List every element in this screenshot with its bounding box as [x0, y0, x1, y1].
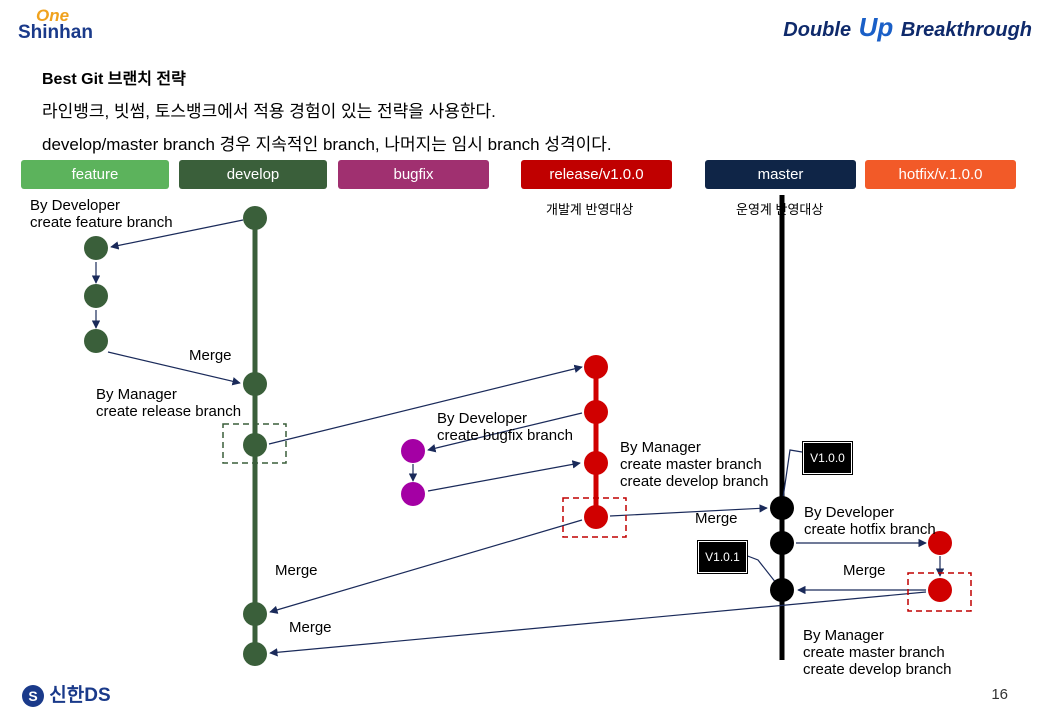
develop-commit-3 [243, 433, 267, 457]
arrow-develop-to-release [268, 364, 583, 445]
arrow-release-to-master [609, 504, 768, 517]
tag-v101: V1.0.1 [697, 540, 748, 574]
arrow-release-to-develop [269, 519, 583, 614]
master-commit-1 [770, 496, 794, 520]
develop-commit-1 [243, 206, 267, 230]
annotation-merge-develop: Merge [275, 562, 318, 579]
hotfix-final-highlight [907, 572, 972, 612]
release-commit-4 [584, 505, 608, 529]
annotation-create-hotfix: By Developer create hotfix branch [804, 504, 936, 538]
arrow-develop-to-feature [110, 219, 244, 250]
arrow-release-to-bugfix [427, 412, 583, 453]
bugfix-commit-2 [401, 482, 425, 506]
hotfix-commit-2 [928, 578, 952, 602]
annotation-merge-hotfix: Merge [843, 562, 886, 579]
release-final-highlight [562, 497, 627, 538]
page-number: 16 [991, 686, 1008, 703]
bugfix-commit-1 [401, 439, 425, 463]
tag-v100: V1.0.0 [802, 441, 853, 475]
lane-header-develop: develop [179, 160, 327, 189]
lane-header-master: master [705, 160, 856, 189]
brand-left: Double [783, 19, 852, 41]
annotation-line: By Manager [620, 439, 701, 456]
annotation-line: create release branch [96, 403, 242, 420]
develop-commit-2 [243, 372, 267, 396]
annotation-create-release: By Manager create release branch [96, 386, 241, 420]
shinhan-s-icon: S [22, 684, 44, 707]
annotation-create-feature: By Developer create feature branch [30, 197, 173, 231]
annotation-line: By Manager [96, 386, 177, 403]
brand-right: Breakthrough [900, 19, 1032, 41]
feature-commit-3 [84, 329, 108, 353]
annotation-line: create develop branch [803, 661, 952, 678]
annotation-line: By Developer [30, 197, 121, 214]
annotation-line: By Developer [804, 504, 895, 521]
lane-header-hotfix: hotfix/v.1.0.0 [865, 160, 1016, 189]
footer-logo: S 신한DS [22, 680, 111, 707]
annotation-merge-release: Merge [695, 510, 738, 527]
develop-commit-5 [243, 642, 267, 666]
release-commit-2 [584, 400, 608, 424]
feature-commit-2 [84, 284, 108, 308]
slide-title: Best Git 브랜치 전략 [42, 71, 186, 88]
annotation-merge-feature: Merge [189, 347, 232, 364]
annotation-line: create feature branch [30, 214, 173, 231]
body-line-2: develop/master branch 경우 지속적인 branch, 나머… [42, 135, 612, 154]
lane-header-feature: feature [21, 160, 169, 189]
lane-header-bugfix: bugfix [338, 160, 489, 189]
hotfix-commit-1 [928, 531, 952, 555]
release-commit-3 [584, 451, 608, 475]
master-commit-3 [770, 578, 794, 602]
tag-v101-connector [744, 554, 781, 589]
annotation-line: create bugfix branch [437, 427, 573, 444]
logo-shinhan-text: Shinhan [18, 22, 93, 43]
master-commit-2 [770, 531, 794, 555]
arrow-bugfix-merge [427, 460, 581, 492]
annotation-line: By Manager [803, 627, 884, 644]
annotation-merge-hotfix-develop: Merge [289, 619, 332, 636]
arrow-feature-merge [107, 351, 241, 386]
annotation-line: create hotfix branch [804, 521, 936, 538]
annotation-create-bugfix: By Developer create bugfix branch [437, 410, 573, 444]
annotation-line: create master branch [620, 456, 762, 473]
annotation-final-manager: By Manager create master branch create d… [803, 627, 951, 678]
annotation-create-master: By Manager create master branch create d… [620, 439, 768, 490]
footer-logo-text: 신한DS [49, 685, 111, 706]
body-line-1: 라인뱅크, 빗썸, 토스뱅크에서 적용 경험이 있는 전략을 사용한다. [42, 102, 496, 121]
annotation-line: By Developer [437, 410, 528, 427]
brand-up: Up [858, 12, 894, 42]
release-commit-1 [584, 355, 608, 379]
annotation-line: create develop branch [620, 473, 769, 490]
arrow-hotfix-to-develop [269, 591, 927, 657]
annotation-line: create master branch [803, 644, 945, 661]
develop-commit-4 [243, 602, 267, 626]
tag-v100-connector [781, 449, 803, 506]
develop-release-highlight [222, 423, 287, 464]
brand-logo: Double Up Breakthrough [783, 12, 1032, 43]
lane-header-release: release/v1.0.0 [521, 160, 672, 189]
release-note: 개발계 반영대상 [546, 202, 634, 217]
feature-commit-1 [84, 236, 108, 260]
logo-one-text: One [36, 6, 70, 25]
